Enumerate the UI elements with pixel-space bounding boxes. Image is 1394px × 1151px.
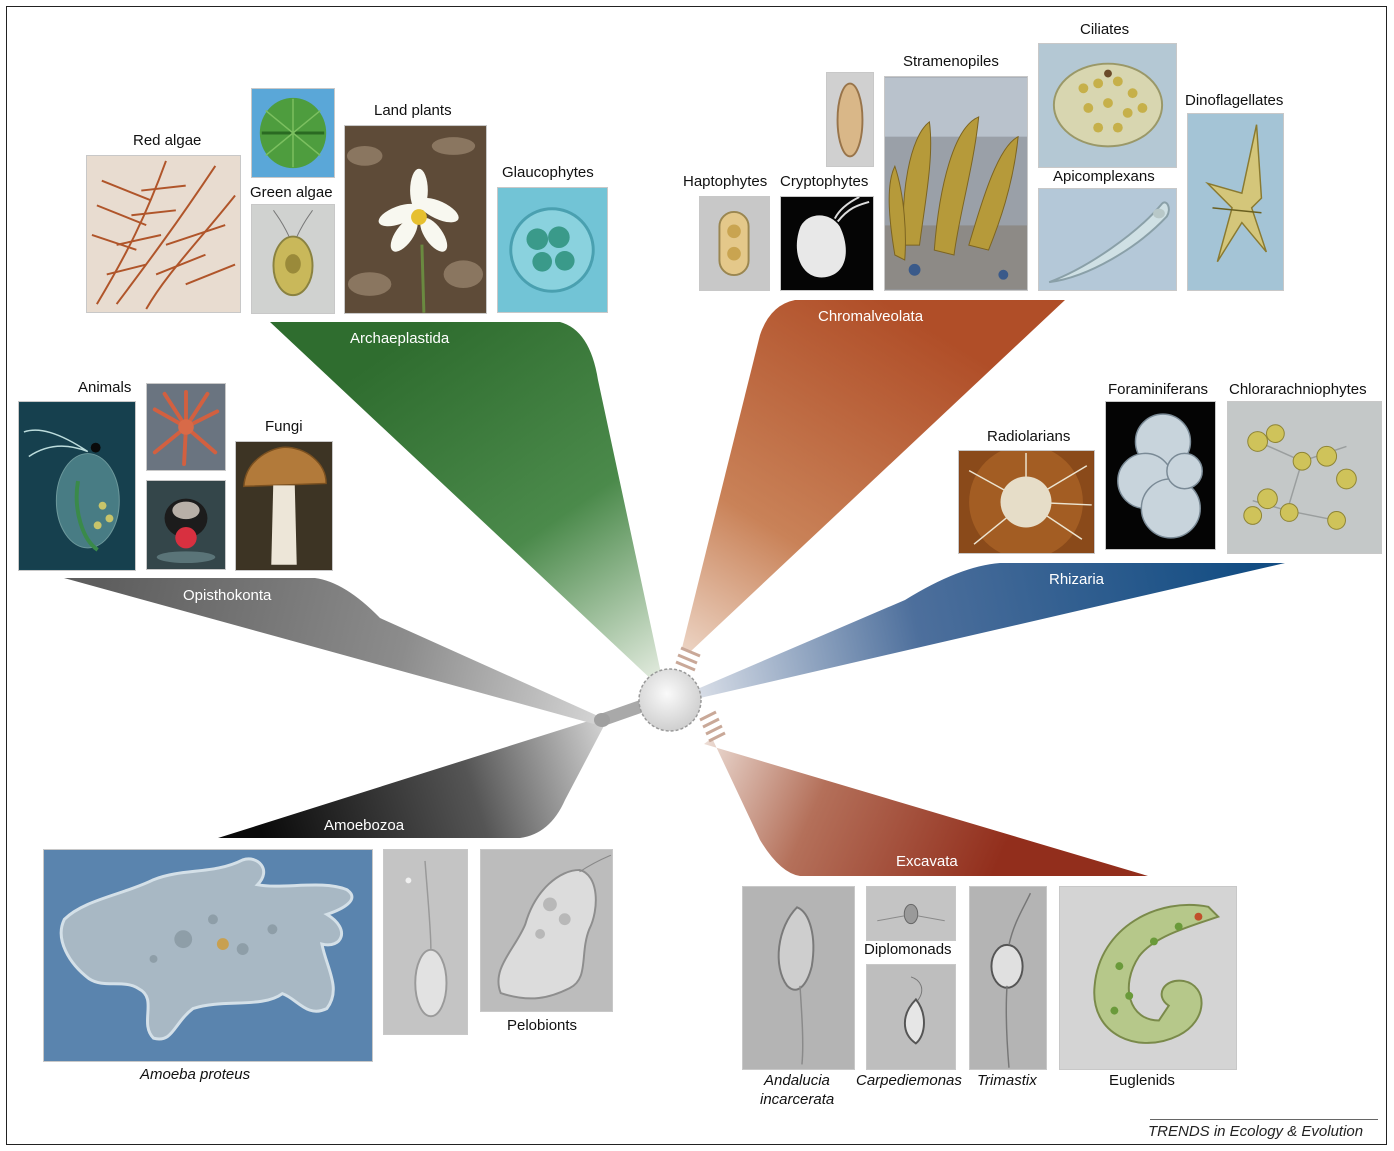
journal-credit: TRENDS in Ecology & Evolution bbox=[1148, 1123, 1363, 1140]
clade-label-chromalveolata: Chromalveolata bbox=[818, 308, 923, 326]
photo-trimastix bbox=[969, 886, 1047, 1070]
photo-euglenids bbox=[1059, 886, 1237, 1070]
label-cryptophytes: Cryptophytes bbox=[780, 173, 868, 191]
photo-micrasterias bbox=[251, 88, 335, 178]
photo-amoebozoan-flagellate bbox=[383, 849, 468, 1035]
label-andalucia-line2: incarcerata bbox=[760, 1091, 834, 1109]
label-diplomonads: Diplomonads bbox=[864, 941, 952, 959]
photo-foraminiferans bbox=[1105, 401, 1216, 550]
photo-stramenopiles bbox=[884, 76, 1028, 291]
label-euglenids: Euglenids bbox=[1109, 1072, 1175, 1090]
label-haptophytes: Haptophytes bbox=[683, 173, 767, 191]
photo-pelobionts bbox=[480, 849, 613, 1012]
label-foraminiferans: Foraminiferans bbox=[1108, 381, 1208, 399]
branch-rhizaria bbox=[695, 563, 1285, 698]
photo-red-algae bbox=[86, 155, 241, 313]
photo-daphnia bbox=[18, 401, 136, 571]
label-animals: Animals bbox=[78, 379, 131, 397]
label-glaucophytes: Glaucophytes bbox=[502, 164, 594, 182]
label-green-algae: Green algae bbox=[250, 184, 333, 202]
clade-label-excavata: Excavata bbox=[896, 853, 958, 871]
photo-carpediemonas bbox=[866, 964, 956, 1070]
root-node bbox=[639, 669, 701, 731]
credit-rule bbox=[1150, 1119, 1378, 1120]
photo-starfish bbox=[146, 383, 226, 471]
label-trimastix: Trimastix bbox=[977, 1072, 1037, 1090]
label-andalucia-line1: Andalucia bbox=[764, 1072, 830, 1090]
photo-fungi bbox=[235, 441, 333, 571]
branch-opisthokonta bbox=[64, 578, 598, 724]
label-fungi: Fungi bbox=[265, 418, 303, 436]
photo-green-algae bbox=[251, 204, 335, 314]
photo-apicomplexans bbox=[1038, 188, 1177, 291]
label-apicomplexans: Apicomplexans bbox=[1053, 168, 1155, 186]
clade-label-rhizaria: Rhizaria bbox=[1049, 571, 1104, 589]
photo-radiolarians bbox=[958, 450, 1095, 554]
label-stramenopiles: Stramenopiles bbox=[903, 53, 999, 71]
unikont-node bbox=[594, 713, 610, 727]
label-radiolarians: Radiolarians bbox=[987, 428, 1070, 446]
label-land-plants: Land plants bbox=[374, 102, 452, 120]
photo-glaucophytes bbox=[497, 187, 608, 313]
photo-andalucia bbox=[742, 886, 855, 1070]
label-red-algae: Red algae bbox=[133, 132, 201, 150]
photo-diplomonad bbox=[866, 886, 956, 941]
clade-label-opisthokonta: Opisthokonta bbox=[183, 587, 271, 605]
label-pelobionts: Pelobionts bbox=[507, 1017, 577, 1035]
photo-cryptophytes bbox=[780, 196, 874, 291]
label-ciliates: Ciliates bbox=[1080, 21, 1129, 39]
photo-dog bbox=[146, 480, 226, 570]
label-carpediemonas: Carpediemonas bbox=[856, 1072, 962, 1090]
label-chlorarachniophytes: Chlorarachniophytes bbox=[1229, 381, 1367, 399]
photo-amoeba-proteus bbox=[43, 849, 373, 1062]
photo-chlorarachniophytes bbox=[1227, 401, 1382, 554]
photo-ciliates bbox=[1038, 43, 1177, 168]
branch-amoebozoa bbox=[218, 718, 606, 838]
label-amoeba-proteus: Amoeba proteus bbox=[140, 1066, 250, 1084]
clade-label-archaeplastida: Archaeplastida bbox=[350, 330, 449, 348]
clade-label-amoebozoa: Amoebozoa bbox=[324, 817, 404, 835]
photo-haptophytes bbox=[699, 196, 770, 291]
photo-diatom bbox=[826, 72, 874, 167]
photo-dinoflagellates bbox=[1187, 113, 1284, 291]
label-dinoflagellates: Dinoflagellates bbox=[1185, 92, 1283, 110]
photo-land-plants bbox=[344, 125, 487, 314]
